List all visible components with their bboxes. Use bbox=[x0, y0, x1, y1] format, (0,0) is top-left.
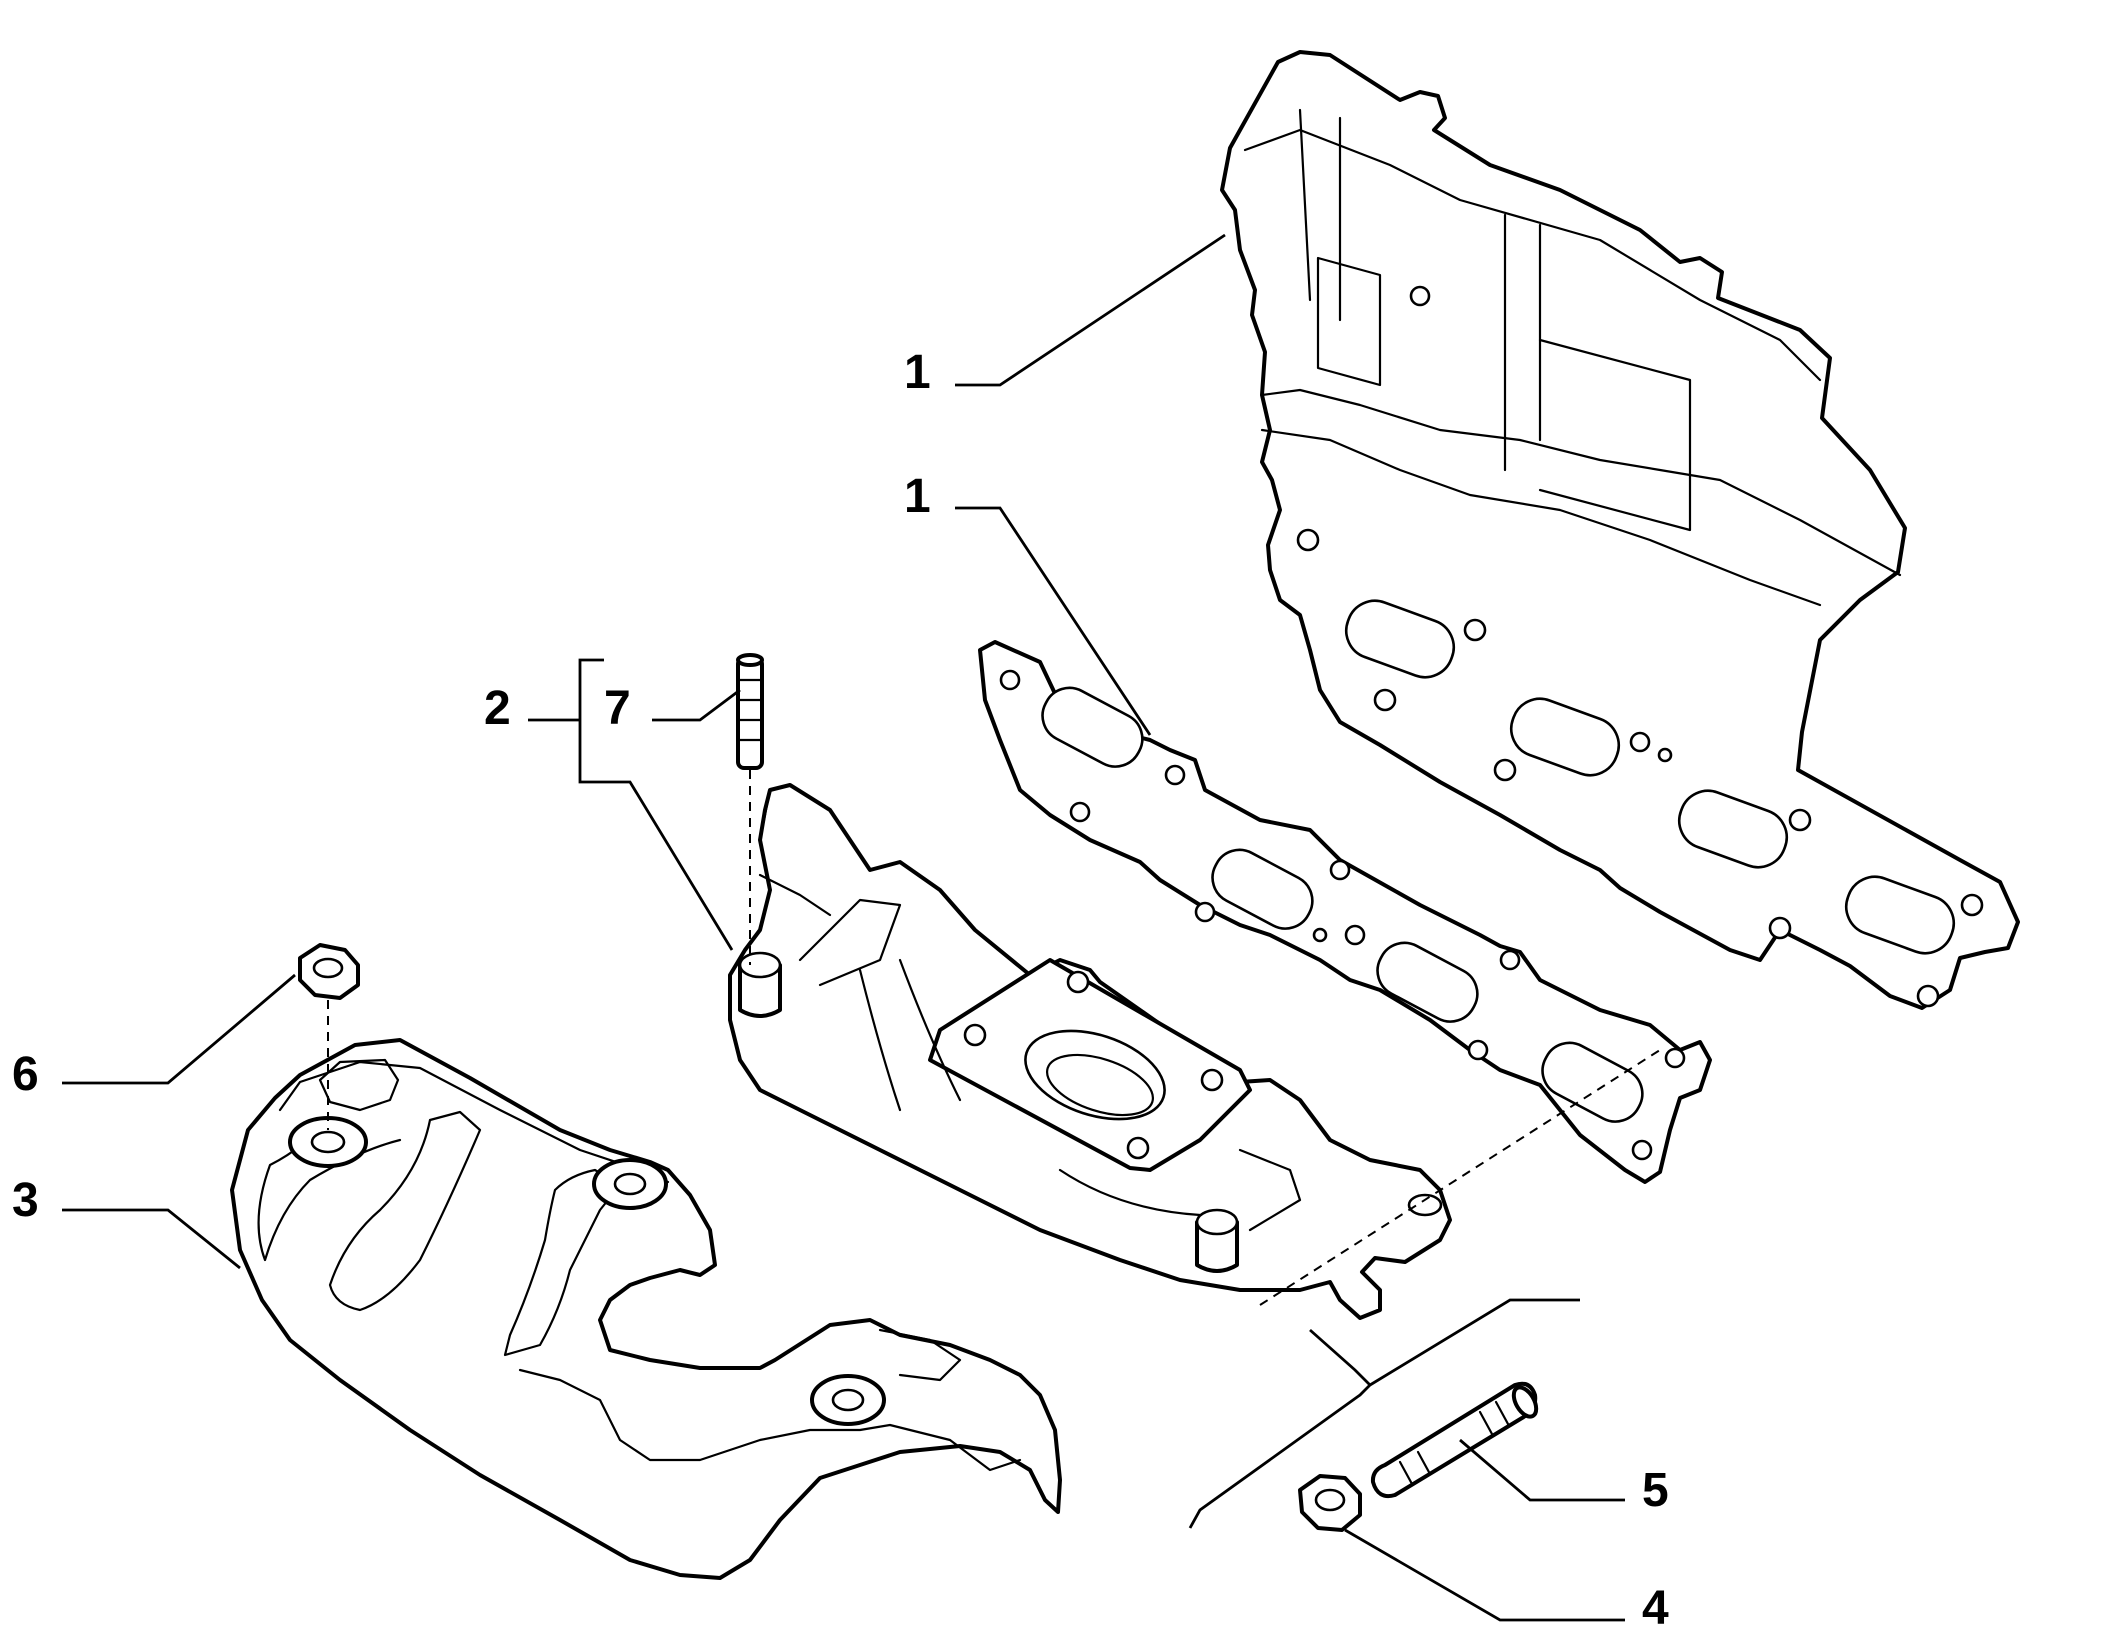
callout-5: 5 bbox=[1642, 1464, 1669, 1517]
leader-1-gasket bbox=[955, 506, 1152, 736]
manifold-stud-part bbox=[736, 653, 764, 770]
callout-2: 2 bbox=[484, 682, 511, 735]
callout-6: 6 bbox=[12, 1048, 39, 1101]
leader-4-5-bracket bbox=[1188, 1298, 1580, 1529]
leader-5 bbox=[1459, 1438, 1625, 1502]
leader-6 bbox=[62, 973, 296, 1085]
callout-4: 4 bbox=[1642, 1582, 1669, 1635]
flange-stud-part bbox=[1370, 1381, 1539, 1499]
callout-7: 7 bbox=[604, 682, 631, 735]
leader-4 bbox=[1344, 1528, 1625, 1622]
leader-1-upper bbox=[955, 233, 1226, 387]
flange-nut-part bbox=[1298, 1474, 1362, 1532]
gasket-part bbox=[978, 640, 1712, 1184]
lower-heat-shield-part bbox=[230, 1038, 1062, 1580]
callout-1-upper: 1 bbox=[904, 346, 931, 399]
shield-nut-part bbox=[298, 943, 360, 1000]
leader-7 bbox=[652, 688, 741, 722]
leader-3 bbox=[62, 1208, 241, 1270]
callout-3: 3 bbox=[12, 1174, 39, 1227]
callout-labels: 1 1 2 7 3 6 4 5 bbox=[12, 346, 1669, 1635]
heat-shield-upper-part bbox=[1220, 50, 2020, 1010]
callout-1-gasket: 1 bbox=[904, 470, 931, 523]
exhaust-manifold-part bbox=[728, 783, 1452, 1320]
leader-2-bracket bbox=[528, 658, 734, 951]
assembly-lines bbox=[327, 770, 1661, 1306]
leader-lines bbox=[62, 233, 1625, 1622]
